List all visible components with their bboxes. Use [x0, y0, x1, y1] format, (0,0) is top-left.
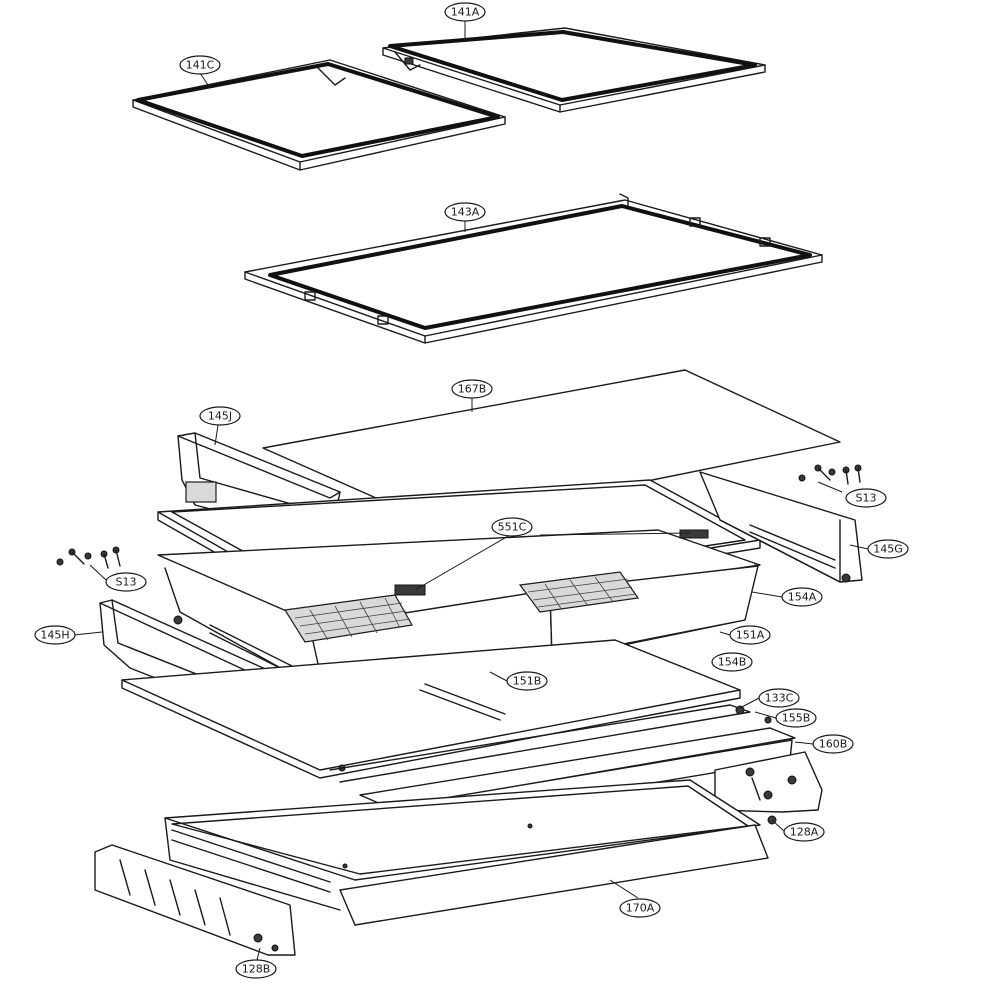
callout-s13-right: S13: [845, 488, 887, 508]
callout-160b: 160B: [812, 734, 854, 754]
svg-text:154A: 154A: [788, 591, 817, 604]
svg-text:141C: 141C: [186, 59, 215, 72]
svg-text:155B: 155B: [782, 712, 811, 725]
svg-text:143A: 143A: [451, 206, 480, 219]
svg-text:145J: 145J: [208, 410, 232, 423]
svg-text:151A: 151A: [736, 629, 765, 642]
svg-text:154B: 154B: [718, 656, 747, 669]
svg-text:145H: 145H: [40, 629, 69, 642]
leader-lines: [73, 21, 869, 961]
svg-text:128A: 128A: [790, 826, 819, 839]
part-141a-shelf-frame: [382, 27, 766, 113]
part-145g-side-rail: [699, 471, 863, 583]
callout-s13-left: S13: [105, 572, 147, 592]
part-143a-shelf-frame: [244, 193, 823, 344]
callout-128a: 128A: [783, 822, 825, 842]
svg-text:151B: 151B: [513, 675, 542, 688]
callout-154b: 154B: [711, 652, 753, 672]
callout-145h: 145H: [34, 625, 76, 645]
callout-151a: 151A: [729, 625, 771, 645]
part-141c-shelf-frame: [132, 59, 506, 171]
callout-128b: 128B: [235, 959, 277, 979]
part-128b-end-cap: [94, 844, 296, 956]
svg-text:S13: S13: [856, 492, 877, 505]
svg-text:170A: 170A: [626, 902, 655, 915]
svg-text:128B: 128B: [242, 963, 271, 976]
svg-text:133C: 133C: [765, 692, 794, 705]
svg-text:145G: 145G: [873, 543, 903, 556]
part-s13-screws-left: [56, 546, 121, 569]
callout-133c: 133C: [758, 688, 800, 708]
callout-141c: 141C: [179, 55, 221, 75]
part-170a-drawer-base: [164, 779, 769, 926]
callout-551c: 551C: [491, 517, 533, 537]
callout-145g: 145G: [867, 539, 909, 559]
callout-143a: 143A: [444, 202, 486, 222]
callout-155b: 155B: [775, 708, 817, 728]
svg-text:160B: 160B: [819, 738, 848, 751]
callout-170a: 170A: [619, 898, 661, 918]
callout-145j: 145J: [199, 406, 241, 426]
svg-text:551C: 551C: [498, 521, 527, 534]
svg-text:S13: S13: [116, 576, 137, 589]
callout-167b: 167B: [451, 379, 493, 399]
part-s13-screws-right: [798, 464, 862, 485]
svg-text:167B: 167B: [458, 383, 487, 396]
callout-154a: 154A: [781, 587, 823, 607]
svg-text:141A: 141A: [451, 6, 480, 19]
callout-151b: 151B: [506, 671, 548, 691]
callout-141a: 141A: [444, 2, 486, 22]
part-151b-shelf-plate: [121, 639, 741, 779]
